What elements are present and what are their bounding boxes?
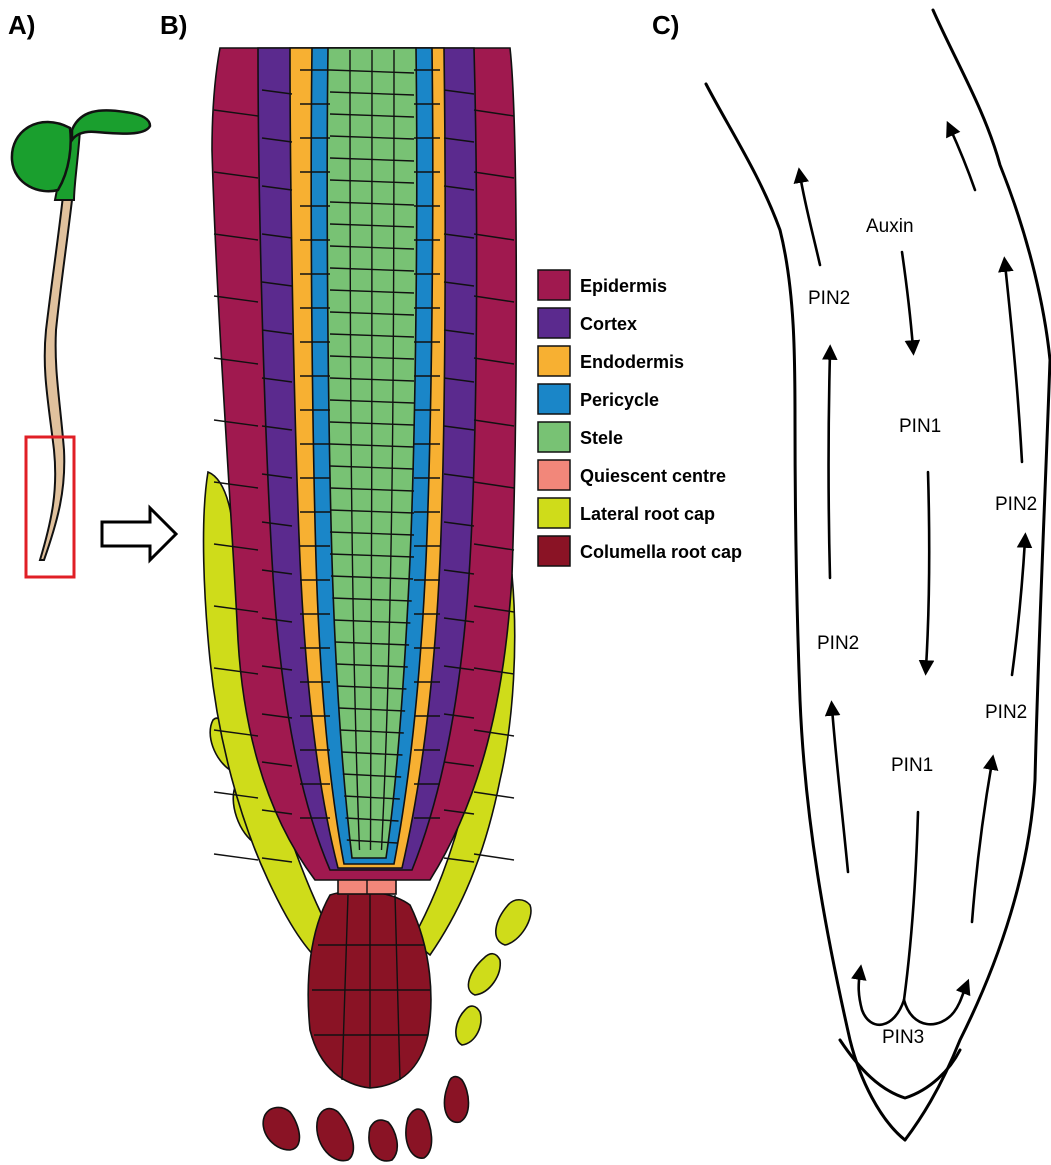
root-outline [706, 10, 1050, 1140]
left-lower-arrow [832, 708, 848, 872]
seedling-illustration [12, 110, 150, 577]
legend-swatch [538, 270, 570, 300]
pin1-upper-label: PIN1 [899, 416, 941, 437]
root-outline-left [706, 84, 905, 1140]
right-middle-arrow [1012, 540, 1025, 675]
auxin-flow-arrows [800, 128, 1025, 1025]
left-middle-arrow [829, 352, 831, 578]
legend-label: Lateral root cap [580, 504, 715, 524]
legend-swatch [538, 460, 570, 490]
legend-label: Epidermis [580, 276, 667, 296]
legend-label: Cortex [580, 314, 637, 334]
legend-label: Pericycle [580, 390, 659, 410]
legend-swatch [538, 308, 570, 338]
legend-item: Pericycle [538, 384, 659, 414]
legend-item: Epidermis [538, 270, 667, 300]
cell-type-legend: EpidermisCortexEndodermisPericycleSteleQ… [538, 270, 742, 566]
pin3-left-branch [859, 972, 904, 1025]
seedling-root [40, 196, 72, 560]
left-upper-arrow [800, 175, 820, 265]
legend-item: Cortex [538, 308, 637, 338]
pin-labels: Auxin PIN2 PIN1 PIN2 PIN2 PIN2 PIN1 PIN3 [808, 216, 1037, 1048]
left-cotyledon [12, 122, 71, 191]
pin2-right-upper-label: PIN2 [995, 494, 1037, 515]
legend-label: Endodermis [580, 352, 684, 372]
legend-swatch [538, 498, 570, 528]
panel-c-label: C) [652, 10, 679, 40]
center-lower-arrow [926, 472, 929, 668]
center-upper-arrow [902, 252, 913, 348]
legend-item: Quiescent centre [538, 460, 726, 490]
legend-label: Columella root cap [580, 542, 742, 562]
legend-swatch [538, 536, 570, 566]
legend-item: Columella root cap [538, 536, 742, 566]
panel-a-label: A) [8, 10, 35, 40]
pin2-left-lower-label: PIN2 [817, 633, 859, 654]
root-outline-right [905, 10, 1050, 1140]
root-tip-highlight-box [26, 437, 74, 577]
pin2-left-upper-label: PIN2 [808, 288, 850, 309]
legend-item: Lateral root cap [538, 498, 715, 528]
pin3-stem [904, 812, 918, 1000]
panel-b-label: B) [160, 10, 187, 40]
pin2-right-lower-label: PIN2 [985, 702, 1027, 723]
legend-swatch [538, 346, 570, 376]
legend-label: Quiescent centre [580, 466, 726, 486]
zoom-arrow [102, 508, 176, 560]
legend-item: Stele [538, 422, 623, 452]
right-lower-arrow [972, 762, 992, 922]
auxin-label: Auxin [866, 216, 914, 237]
legend-label: Stele [580, 428, 623, 448]
right-cotyledon [72, 110, 150, 140]
legend-swatch [538, 384, 570, 414]
pin3-label: PIN3 [882, 1027, 924, 1048]
pin3-right-branch [904, 986, 966, 1024]
root-tip-cross-section [204, 48, 531, 1161]
pin1-lower-label: PIN1 [891, 755, 933, 776]
right-upper-arrow [1005, 264, 1022, 462]
legend-swatch [538, 422, 570, 452]
right-top-arrow [950, 128, 975, 190]
legend-item: Endodermis [538, 346, 684, 376]
